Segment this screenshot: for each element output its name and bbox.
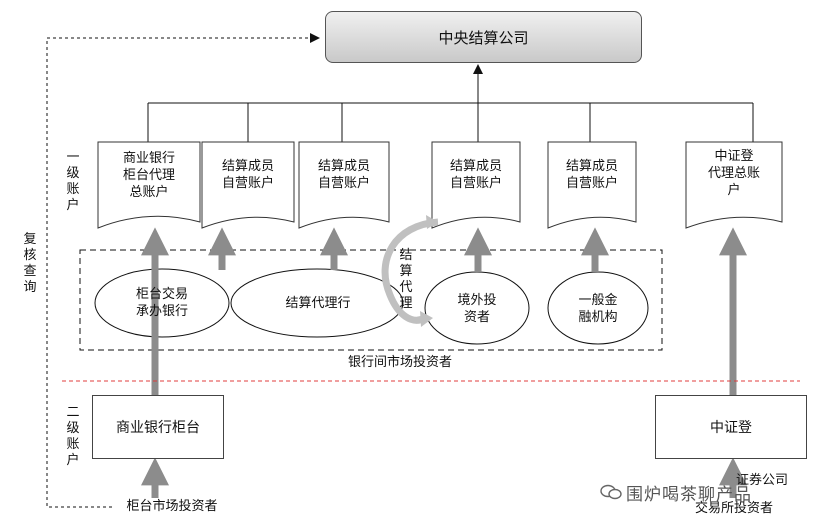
settlement-agent-ellipse [230,268,404,338]
counter-bank-ellipse [94,268,230,338]
counter-investor-label: 柜台市场投资者 [126,499,218,514]
account-shape-3 [298,141,390,229]
wechat-icon [600,484,622,500]
agency-curve-tail [426,215,438,229]
watermark-text: 围炉喝茶聊产品 [626,485,752,505]
account-shape-5 [547,141,637,229]
account-label-1: 商业银行 柜台代理 总账户 [122,151,175,200]
counter-bank-label: 柜台交易 承办银行 [135,287,188,319]
account-label-4: 结算成员 自营账户 [449,159,502,191]
agency-arrow-label: 结算代理 [399,248,413,311]
account-label-6: 中证登 代理总账 户 [707,149,760,198]
overseas-label: 境外投 资者 [457,293,497,325]
account-label-2: 结算成员 自营账户 [221,159,274,191]
csdc-box: 中证登 [655,395,807,459]
settlement-agent-label: 结算代理行 [285,296,351,311]
account-label-5: 结算成员 自营账户 [565,159,618,191]
agency-curve-head [420,311,433,327]
bank-counter-box: 商业银行柜台 [92,395,224,459]
securities-company-label: 证券公司 [736,473,789,488]
central-clearing-node: 中央结算公司 [325,11,642,63]
review-query-label: 复核查询 [23,232,37,295]
account-label-3: 结算成员 自营账户 [317,159,370,191]
level-one-label: 一级账户 [66,150,80,213]
account-shape-2 [201,141,295,229]
agency-curve-arrow [381,218,439,324]
interbank-region [79,249,663,351]
general-fin-label: 一般金 融机构 [578,293,618,325]
level-two-label: 二级账户 [66,405,80,468]
interbank-label: 银行间市场投资者 [347,355,452,370]
review-query-loop [46,33,320,508]
account-shape-1 [97,141,201,229]
exchange-investor-label: 交易所投资者 [694,501,773,516]
account-shape-6 [685,141,783,229]
account-shape-4 [431,141,521,229]
